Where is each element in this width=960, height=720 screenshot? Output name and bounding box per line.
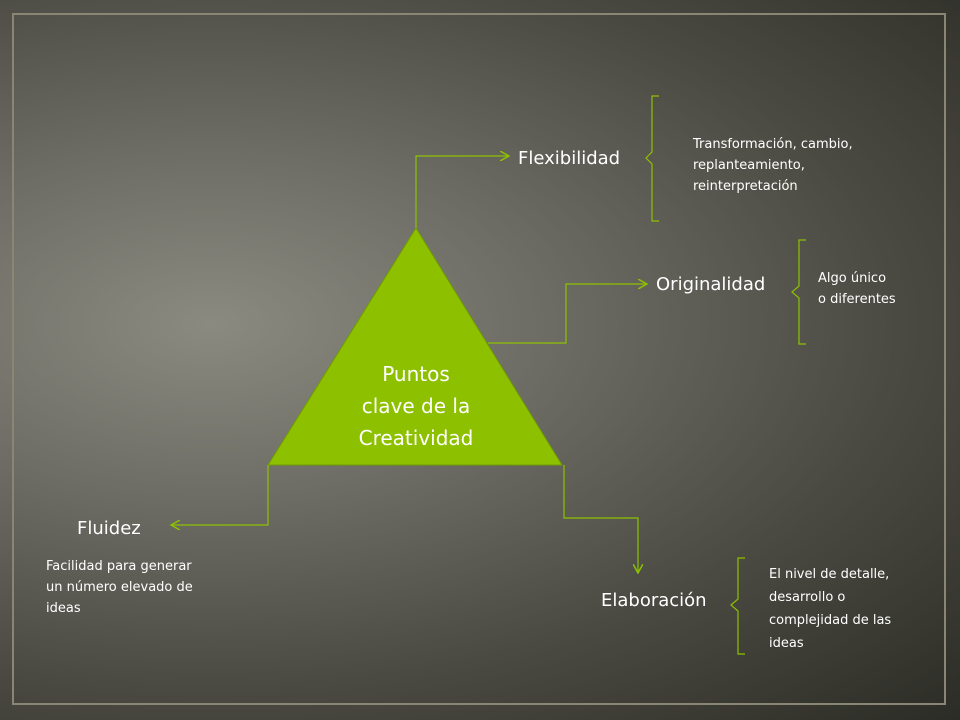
node-label-flexibilidad: Flexibilidad	[518, 148, 621, 169]
desc-line: reinterpretación	[693, 179, 798, 194]
node-desc-originalidad: Algo único o diferentes	[818, 268, 896, 310]
node-desc-elaboracion: El nivel de detalle, desarrollo o comple…	[769, 563, 891, 655]
desc-line: El nivel de detalle,	[769, 567, 890, 582]
bracket-elaboracion	[730, 557, 745, 655]
center-title-line-2: clave de la	[361, 394, 471, 418]
desc-line: Algo único	[818, 271, 887, 286]
center-title: Puntos clave de la Creatividad	[316, 358, 516, 454]
connector-elaboracion	[563, 465, 638, 572]
connector-flexibilidad	[415, 156, 508, 228]
desc-line: Facilidad para generar	[46, 559, 192, 574]
desc-line: Transformación, cambio,	[693, 137, 853, 152]
slide-frame	[12, 13, 946, 705]
node-desc-flexibilidad: Transformación, cambio, replanteamiento,…	[693, 134, 853, 197]
desc-line: o diferentes	[818, 292, 896, 307]
center-triangle	[267, 227, 563, 466]
bracket-originalidad	[791, 239, 806, 345]
desc-line: ideas	[769, 636, 804, 651]
bracket-flexibilidad	[645, 95, 659, 222]
node-label-elaboracion: Elaboración	[601, 590, 707, 611]
desc-line: complejidad de las	[769, 613, 892, 628]
center-title-line-1: Puntos	[382, 362, 450, 386]
desc-line: desarrollo o	[769, 590, 846, 605]
node-label-fluidez: Fluidez	[77, 518, 141, 539]
center-title-line-3: Creatividad	[358, 426, 474, 450]
connector-fluidez	[172, 465, 269, 525]
connector-originalidad	[488, 284, 646, 344]
node-desc-fluidez: Facilidad para generar un número elevado…	[46, 556, 193, 619]
desc-line: replanteamiento,	[693, 158, 805, 173]
desc-line: ideas	[46, 601, 81, 616]
node-label-originalidad: Originalidad	[656, 274, 766, 295]
desc-line: un número elevado de	[46, 580, 193, 595]
